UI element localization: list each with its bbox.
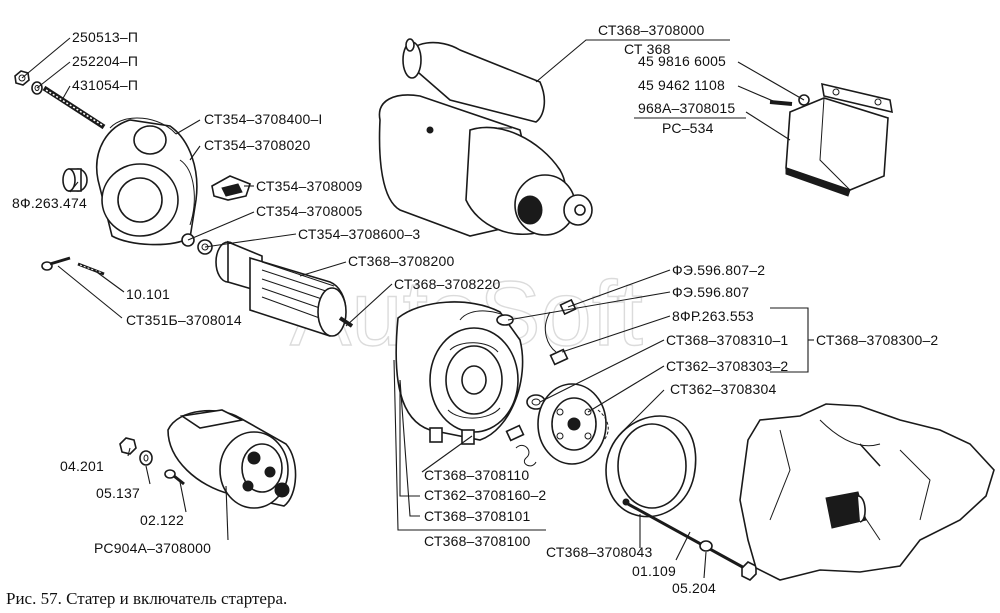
drive-end-cover-part	[96, 117, 198, 246]
relay-part	[785, 82, 893, 197]
label-ct351b-3708014: СТ351Б–3708014	[126, 312, 242, 328]
solenoid-screw-part	[164, 469, 185, 486]
label-431054: 431054–П	[72, 77, 138, 93]
label-ct368-3708100: СТ368–3708100	[424, 533, 530, 549]
label-pc904a-3708000: РС904А–3708000	[94, 540, 211, 556]
solenoid-washer-part	[139, 450, 153, 466]
label-459462: 45 9462 1108	[638, 77, 725, 93]
label-ct368-3708110: СТ368–3708110	[424, 467, 529, 483]
end-cover-part	[605, 415, 697, 518]
armature-part	[215, 240, 354, 337]
label-ct368-3708101: СТ368–3708101	[424, 508, 530, 524]
label-ct368-3708000: СТ368–3708000	[598, 22, 704, 38]
brush-part	[505, 298, 577, 442]
label-ct368-3708220: СТ368–3708220	[394, 276, 500, 292]
label-pc534: РС–534	[662, 120, 714, 136]
label-01109: 01.109	[632, 563, 676, 579]
label-04201: 04.201	[60, 458, 104, 474]
label-8f263474: 8Ф.263.474	[12, 195, 87, 211]
long-bolt-part	[42, 85, 106, 130]
label-ct362-3708160: СТ362–3708160–2	[424, 487, 546, 503]
bushing-part	[62, 168, 88, 192]
label-ct368-3708300: СТ368–3708300–2	[816, 332, 938, 348]
label-10101: 10.101	[126, 286, 170, 302]
label-252204: 252204–П	[72, 53, 138, 69]
label-ct354-3708020: СТ354–3708020	[204, 137, 310, 153]
label-250513: 250513–П	[72, 29, 138, 45]
label-fe596807: ФЭ.596.807	[672, 284, 749, 300]
label-ct368-3708310: СТ368–3708310–1	[666, 332, 788, 348]
label-05137: 05.137	[96, 485, 140, 501]
solenoid-part	[167, 409, 297, 509]
label-05204: 05.204	[672, 580, 716, 596]
engine-silhouette-part	[739, 403, 995, 581]
clip-part	[211, 175, 251, 201]
label-ct354-3708400: СТ354–3708400–I	[204, 111, 323, 127]
label-968a-3708015: 968А–3708015	[638, 100, 735, 116]
label-8fp263553: 8ФР.263.553	[672, 308, 754, 324]
label-ct354-3708600: СТ354–3708600–3	[298, 226, 420, 242]
screw-part	[41, 256, 71, 271]
label-ct362-3708304: СТ362–3708304	[670, 381, 776, 397]
bushing-small-part	[526, 394, 546, 410]
label-ct354-3708009: СТ354–3708009	[256, 178, 362, 194]
spring-part	[515, 444, 537, 467]
label-02122: 02.122	[140, 512, 184, 528]
label-ct354-3708005: СТ354–3708005	[256, 203, 362, 219]
brush-holder-part	[537, 383, 609, 465]
pin-part	[77, 262, 105, 276]
label-ct362-3708303: СТ362–3708303–2	[666, 358, 788, 374]
starter-assembly-part	[378, 38, 593, 237]
label-ct368-3708200: СТ368–3708200	[348, 253, 454, 269]
label-fe596807-2: ФЭ.596.807–2	[672, 262, 765, 278]
label-459816: 45 9816 6005	[638, 53, 726, 69]
stator-housing-part	[395, 301, 524, 445]
label-ct368-3708043: СТ368–3708043	[546, 544, 652, 560]
label-ct368: СТ 368	[624, 41, 671, 57]
ring-part	[181, 233, 213, 255]
figure-caption: Рис. 57. Статер и включатель стартера.	[6, 589, 287, 608]
solenoid-nut-part	[119, 437, 137, 455]
